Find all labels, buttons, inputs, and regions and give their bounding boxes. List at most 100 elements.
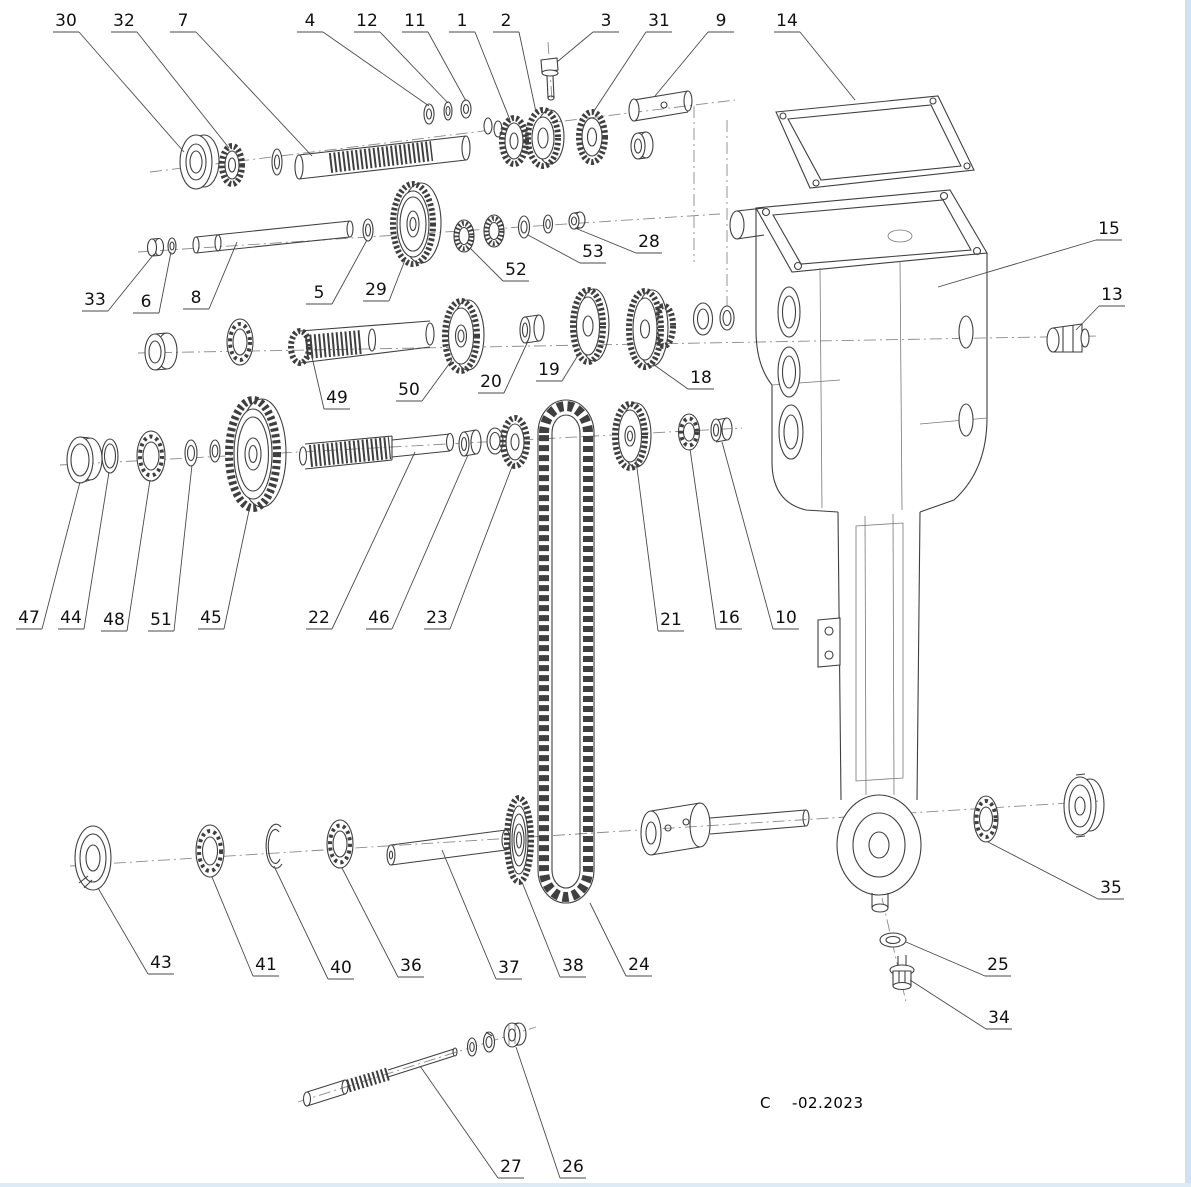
callout-leader-line — [273, 865, 329, 980]
part-sprocket-23 — [500, 415, 530, 469]
drawing-code: C -02.2023 — [760, 1094, 864, 1112]
callout-1: 1 — [449, 11, 511, 121]
callout-52: 52 — [469, 247, 529, 282]
part-gear-cluster-18 — [626, 288, 676, 370]
part-circlip-40 — [265, 823, 283, 869]
callout-label: 53 — [582, 242, 604, 262]
part-bearing-row4-mid — [486, 427, 504, 455]
part-bearing-16 — [677, 413, 701, 451]
callout-leader-line — [388, 259, 406, 302]
callout-35: 35 — [987, 841, 1124, 900]
part-cap-33 — [146, 237, 165, 257]
part-splined-bushing-32 — [219, 143, 245, 187]
callout-label: 48 — [103, 610, 125, 630]
part-bolt-3 — [540, 57, 559, 101]
callout-leader-line — [211, 876, 254, 977]
callout-leader-line — [97, 887, 149, 975]
part-bearing-35 — [973, 795, 999, 843]
callout-label: 26 — [562, 1157, 584, 1177]
part-washer-small-row4 — [209, 439, 221, 463]
part-drain-bolt-34 — [889, 955, 915, 991]
callout-label: 22 — [308, 608, 330, 628]
part-nut-11 — [460, 99, 472, 119]
callout-leader-line — [635, 459, 659, 632]
callout-23: 23 — [424, 463, 514, 630]
part-splined-shaft-49 — [288, 320, 435, 366]
callout-label: 21 — [660, 610, 682, 630]
callout-label: 35 — [1100, 878, 1122, 898]
callout-label: 46 — [368, 608, 390, 628]
callout-leader-line — [419, 1065, 499, 1179]
part-washer-51 — [184, 439, 198, 467]
part-washer-top — [271, 148, 283, 176]
callout-label: 28 — [638, 232, 660, 252]
callout-label: 23 — [426, 608, 448, 628]
part-washer-6 — [167, 237, 177, 255]
part-washer-26a — [466, 1037, 478, 1057]
callout-label: 38 — [562, 956, 584, 976]
part-spacer-46 — [458, 429, 482, 457]
callout-leader-line — [649, 361, 689, 390]
callout-leader-line — [449, 463, 514, 630]
part-ring-row3-right — [719, 305, 735, 331]
callout-leader-line — [937, 239, 1097, 288]
callout-leader-line — [223, 505, 251, 630]
callout-leader-line — [556, 31, 594, 63]
callout-leader-line — [427, 31, 467, 102]
callout-label: 8 — [191, 288, 202, 308]
callout-label: 2 — [501, 11, 512, 31]
callout-36: 36 — [341, 867, 424, 978]
callout-6: 6 — [133, 251, 172, 314]
callout-label: 3 — [601, 11, 612, 31]
callout-label: 9 — [716, 11, 727, 31]
callout-34: 34 — [909, 979, 1012, 1030]
callout-43: 43 — [97, 887, 174, 975]
part-gear-45 — [225, 396, 287, 512]
callout-leader-line — [331, 451, 416, 630]
callout-37: 37 — [441, 849, 522, 980]
callout-leader-line — [527, 234, 581, 264]
part-gasket-14 — [775, 95, 975, 189]
callout-label: 29 — [365, 280, 387, 300]
part-washer-5 — [362, 218, 374, 242]
callout-label: 20 — [480, 372, 502, 392]
part-sprocket-38 — [504, 795, 534, 885]
callout-leader-line — [518, 31, 537, 113]
callout-leader-line — [721, 441, 774, 630]
callout-leader-line — [379, 31, 449, 104]
part-cup-47 — [66, 436, 103, 484]
callout-label: 15 — [1098, 219, 1120, 239]
callout-9: 9 — [654, 11, 734, 97]
callout-21: 21 — [635, 459, 684, 632]
part-gear-50 — [442, 298, 485, 374]
callout-49: 49 — [311, 356, 350, 410]
part-stud-27 — [302, 1047, 458, 1107]
callout-leader-line — [173, 464, 193, 632]
callout-leader-line — [311, 356, 325, 410]
callout-leader-line — [1075, 305, 1100, 331]
part-needle-bearing-52b — [483, 214, 505, 248]
callout-label: 14 — [776, 11, 798, 31]
callout-5: 5 — [306, 239, 368, 305]
callout-30: 30 — [53, 11, 185, 153]
window-edge-bottom — [0, 1183, 1191, 1187]
part-bearing-48 — [136, 430, 166, 482]
part-plug-13 — [1046, 323, 1090, 353]
window-edge-right — [1185, 0, 1191, 1187]
callout-label: 4 — [305, 11, 316, 31]
part-spring-washer-26b — [482, 1031, 496, 1053]
callout-leader-line — [503, 340, 529, 394]
part-gear-29 — [390, 181, 442, 267]
callout-leader-line — [654, 31, 709, 97]
callout-label: 44 — [60, 608, 82, 628]
callout-33: 33 — [82, 253, 155, 312]
part-shaft-8 — [192, 220, 354, 254]
callout-47: 47 — [16, 481, 81, 630]
callout-15: 15 — [937, 219, 1122, 288]
callout-leader-line — [421, 359, 453, 402]
callout-12: 12 — [354, 11, 449, 104]
callout-25: 25 — [905, 941, 1011, 977]
part-gear-2 — [525, 107, 565, 169]
